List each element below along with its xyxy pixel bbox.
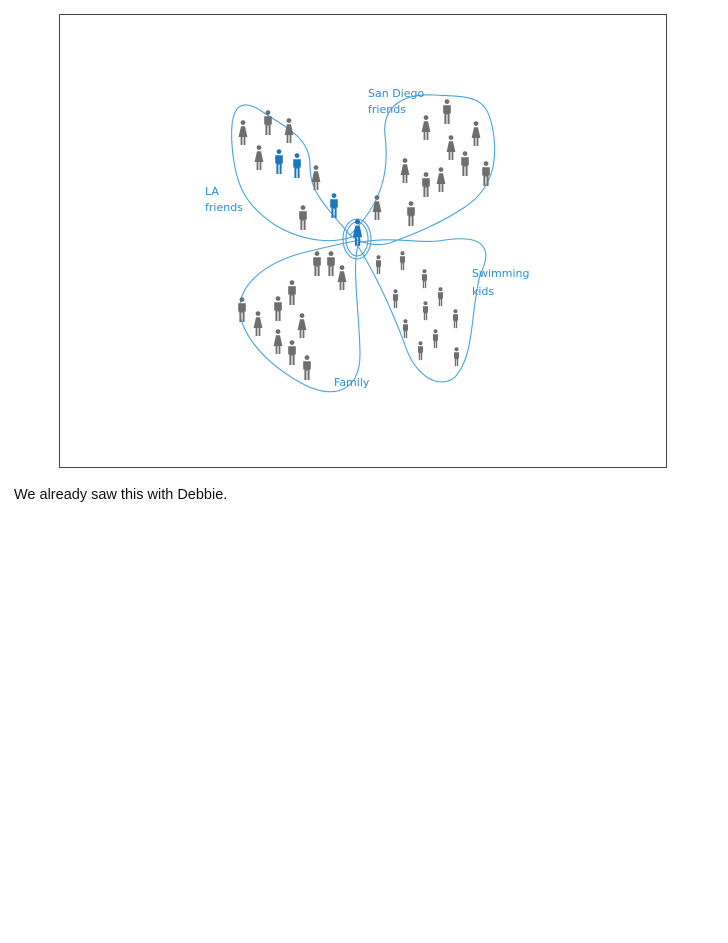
person-kid-icon bbox=[437, 287, 444, 307]
person-male-icon-highlighted bbox=[293, 153, 301, 178]
person-female-icon bbox=[273, 329, 283, 354]
person-female-icon bbox=[253, 311, 263, 336]
label-family: Family bbox=[334, 376, 370, 389]
label-swimming-kids: Swimming kids bbox=[472, 267, 533, 298]
person-kid-icon bbox=[399, 251, 406, 271]
person-female-icon bbox=[471, 121, 481, 146]
label-san-diego: San Diego friends bbox=[368, 87, 428, 116]
person-kid-icon bbox=[452, 309, 459, 329]
person-male-icon bbox=[288, 280, 296, 305]
person-male-icon bbox=[407, 201, 415, 226]
person-female-icon bbox=[436, 167, 446, 192]
person-kid-icon bbox=[375, 255, 382, 275]
person-female-icon bbox=[446, 135, 456, 160]
person-female-icon bbox=[337, 265, 347, 290]
person-kid-icon bbox=[422, 301, 429, 321]
group-outline-la bbox=[231, 104, 354, 242]
person-male-icon bbox=[288, 340, 296, 365]
person-female-icon bbox=[238, 120, 248, 145]
person-kid-icon bbox=[453, 347, 460, 367]
person-male-icon bbox=[443, 99, 451, 124]
person-male-icon bbox=[482, 161, 490, 186]
group-outline-family bbox=[239, 239, 361, 393]
person-male-icon bbox=[461, 151, 469, 176]
person-male-icon bbox=[313, 251, 321, 276]
person-kid-icon bbox=[402, 319, 409, 339]
person-female-icon bbox=[284, 118, 294, 143]
person-male-icon bbox=[238, 297, 246, 322]
person-kid-icon bbox=[432, 329, 439, 349]
slide-frame: San Diego friends LA friends Swimming ki… bbox=[59, 14, 667, 468]
person-male-icon bbox=[299, 205, 307, 230]
person-male-icon bbox=[327, 251, 335, 276]
person-female-icon bbox=[372, 195, 382, 220]
person-female-icon bbox=[421, 115, 431, 140]
person-male-icon bbox=[274, 296, 282, 321]
person-female-icon bbox=[311, 165, 321, 190]
group-outline-san-diego bbox=[349, 94, 496, 246]
person-male-icon-highlighted bbox=[330, 193, 338, 218]
person-female-icon bbox=[400, 158, 410, 183]
speaker-note: We already saw this with Debbie. bbox=[14, 487, 228, 503]
person-kid-icon bbox=[392, 289, 399, 309]
person-male-icon-highlighted bbox=[275, 149, 283, 174]
person-female-icon bbox=[254, 145, 264, 170]
person-male-icon bbox=[303, 355, 311, 380]
person-male-icon bbox=[422, 172, 430, 197]
center-highlight-ring bbox=[342, 218, 372, 260]
person-female-icon bbox=[297, 313, 307, 338]
person-kid-icon bbox=[421, 269, 428, 289]
group-outline-swimming bbox=[355, 238, 487, 383]
label-la-friends: LA friends bbox=[205, 185, 243, 214]
social-groups-diagram: San Diego friends LA friends Swimming ki… bbox=[205, 87, 533, 393]
person-kid-icon bbox=[417, 341, 424, 361]
